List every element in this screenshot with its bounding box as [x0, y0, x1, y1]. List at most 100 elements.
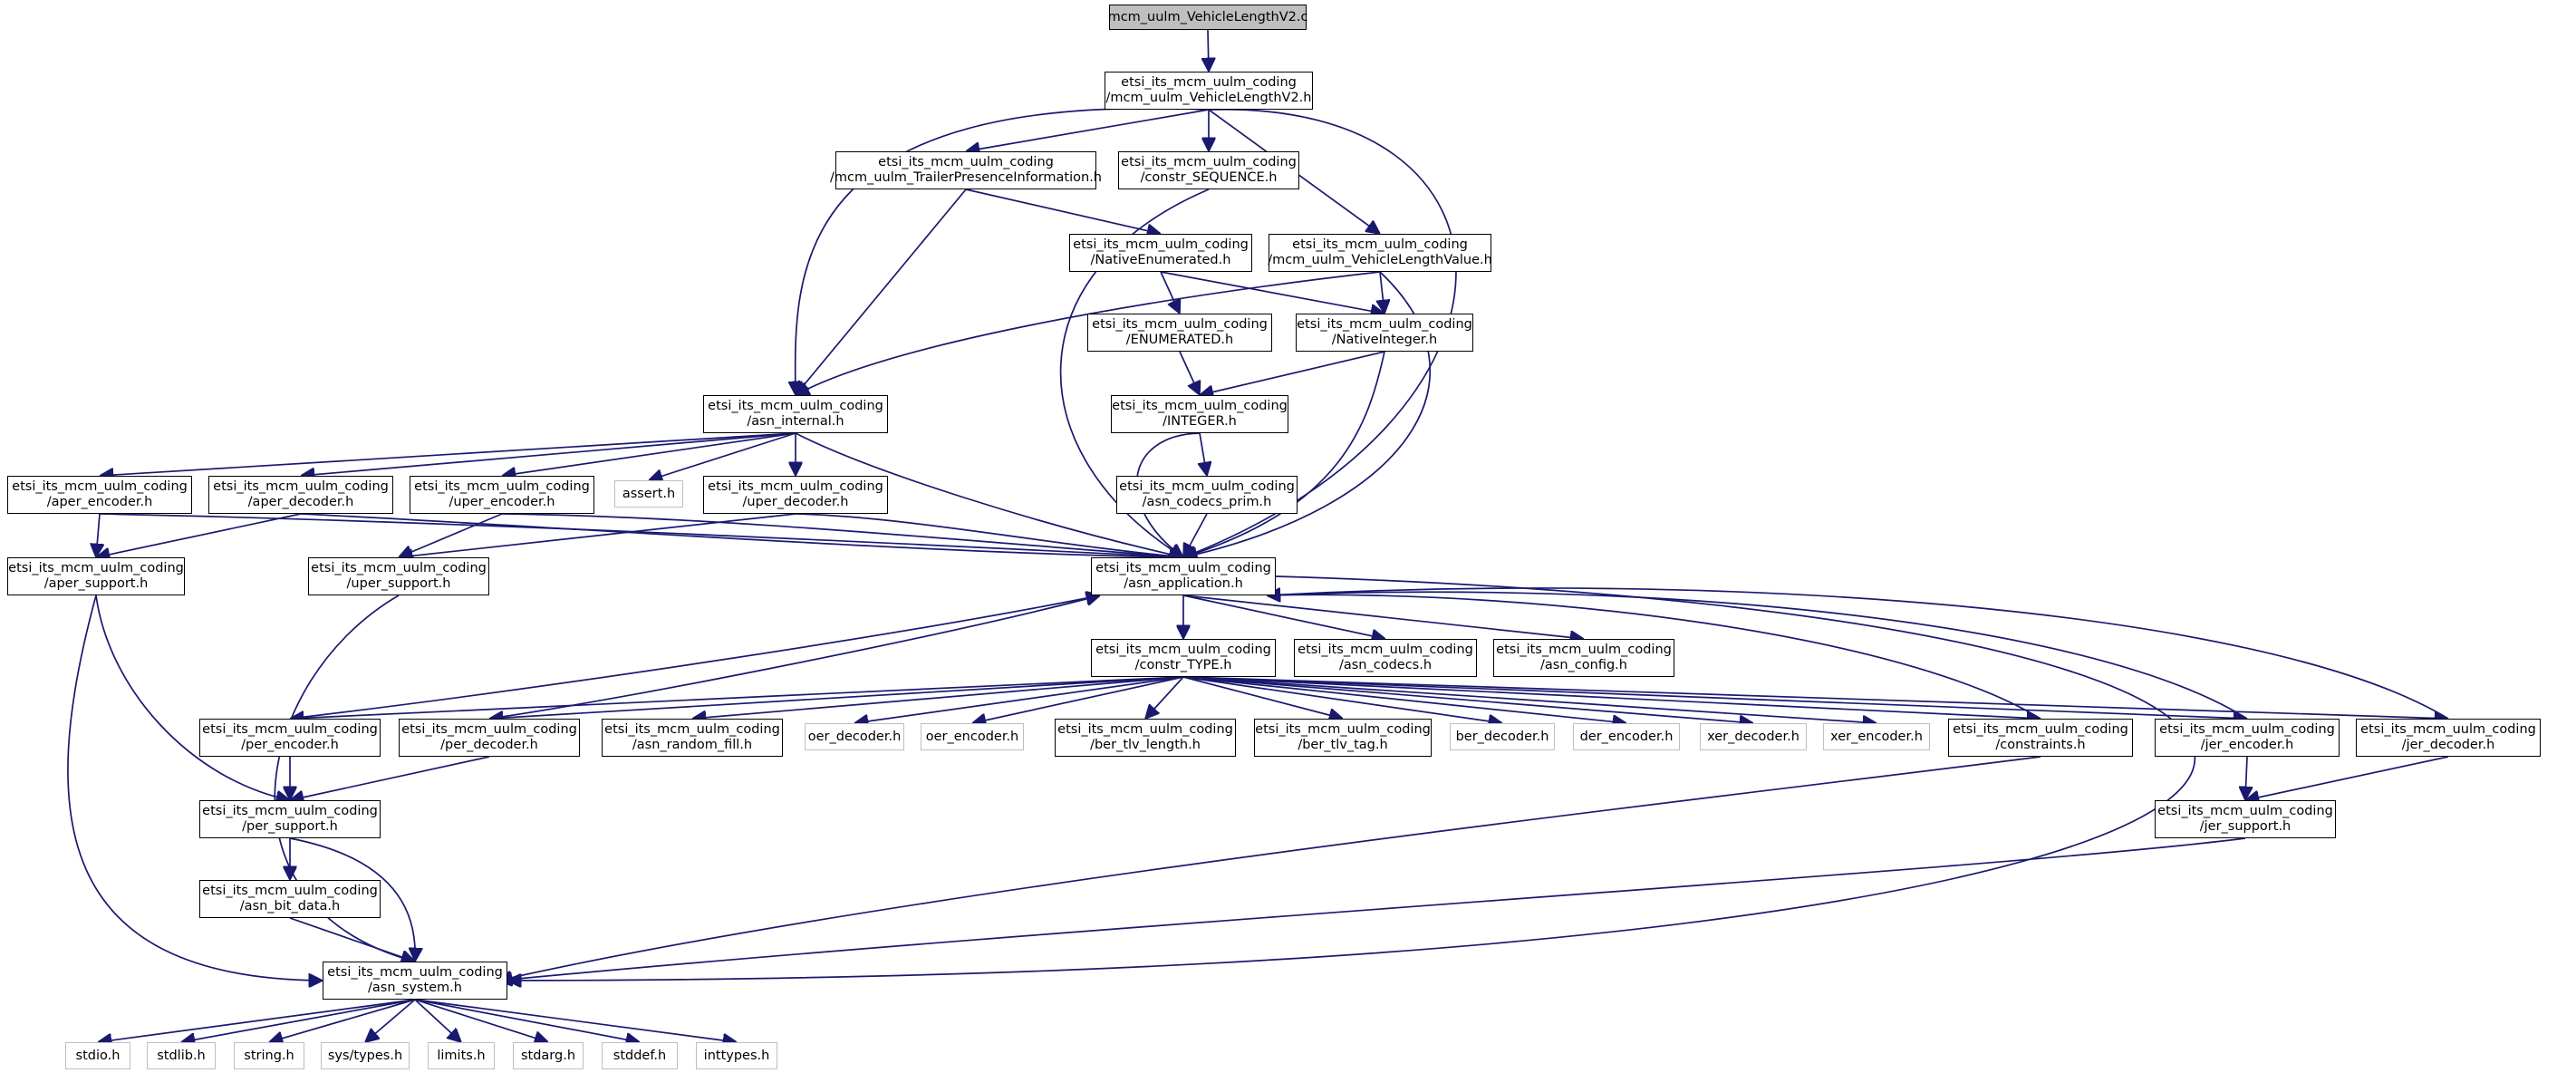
- node-label-line: /asn_application.h: [1124, 576, 1243, 591]
- edge-aperenc-to-app: [99, 513, 1183, 557]
- node-label-line: oer_encoder.h: [925, 729, 1019, 744]
- node-label-line: inttypes.h: [703, 1048, 770, 1063]
- node-aperdec[interactable]: etsi_its_mcm_uulm_coding/aper_decoder.h: [208, 476, 393, 514]
- node-perenc[interactable]: etsi_its_mcm_uulm_coding/per_encoder.h: [199, 719, 381, 757]
- node-label-line: etsi_its_mcm_uulm_coding: [1095, 561, 1271, 575]
- node-internal[interactable]: etsi_its_mcm_uulm_coding/asn_internal.h: [703, 395, 888, 433]
- node-label-line: /jer_encoder.h: [2200, 738, 2294, 752]
- edge-ctype-to-constraints: [1182, 676, 2041, 719]
- edge-app-to-config: [1182, 594, 1584, 639]
- edge-system-to-systypes: [365, 999, 416, 1042]
- node-constraints[interactable]: etsi_its_mcm_uulm_coding/constraints.h: [1948, 719, 2133, 757]
- node-perdec[interactable]: etsi_its_mcm_uulm_coding/per_decoder.h: [399, 719, 580, 757]
- edge-bitdata-to-system: [289, 917, 415, 962]
- node-label-line: xer_decoder.h: [1707, 729, 1799, 744]
- edge-system-to-string: [269, 999, 416, 1042]
- node-tlvtag[interactable]: etsi_its_mcm_uulm_coding/ber_tlv_tag.h: [1254, 719, 1432, 757]
- node-label-line: stdio.h: [75, 1048, 121, 1063]
- edge-ctype-to-xerenc: [1182, 676, 1877, 723]
- node-persup[interactable]: etsi_its_mcm_uulm_coding/per_support.h: [199, 800, 381, 838]
- node-enum[interactable]: etsi_its_mcm_uulm_coding/ENUMERATED.h: [1087, 314, 1272, 352]
- node-label-line: etsi_its_mcm_uulm_coding: [1292, 237, 1468, 252]
- node-oerdec: oer_decoder.h: [805, 723, 904, 750]
- edge-ctype-to-tlvlen: [1145, 676, 1184, 719]
- edge-vlenval-to-internal: [796, 271, 1381, 395]
- edge-jerenc-to-jersup: [2245, 756, 2247, 800]
- edge-ctype-to-oerdec: [854, 676, 1184, 723]
- node-label-line: /asn_codecs_prim.h: [1142, 495, 1272, 509]
- edge-trailer-to-natenum: [965, 188, 1161, 234]
- edge-aperdec-to-app: [300, 513, 1183, 557]
- node-label-line: der_encoder.h: [1579, 729, 1674, 744]
- node-upersup[interactable]: etsi_its_mcm_uulm_coding/uper_support.h: [308, 557, 489, 595]
- node-label-line: /constr_SEQUENCE.h: [1140, 170, 1278, 185]
- node-apersup[interactable]: etsi_its_mcm_uulm_coding/aper_support.h: [7, 557, 185, 595]
- node-label-line: etsi_its_mcm_uulm_coding: [1298, 643, 1473, 657]
- node-randfill[interactable]: etsi_its_mcm_uulm_coding/asn_random_fill…: [602, 719, 783, 757]
- node-label-line: /NativeInteger.h: [1331, 333, 1438, 347]
- node-stdlib: stdlib.h: [147, 1042, 216, 1069]
- edge-upersup-to-system: [274, 594, 415, 962]
- node-label-line: etsi_its_mcm_uulm_coding: [2159, 722, 2335, 737]
- edge-apersup-to-persup: [95, 594, 290, 800]
- edge-integer-to-prim: [1200, 432, 1207, 476]
- node-label-line: /per_decoder.h: [440, 738, 538, 752]
- node-ctype[interactable]: etsi_its_mcm_uulm_coding/constr_TYPE.h: [1091, 639, 1276, 677]
- node-label-line: etsi_its_mcm_uulm_coding: [414, 479, 590, 494]
- node-trailer[interactable]: etsi_its_mcm_uulm_coding/mcm_uulm_Traile…: [830, 151, 1102, 189]
- node-natenum[interactable]: etsi_its_mcm_uulm_coding/NativeEnumerate…: [1069, 234, 1252, 272]
- edge-ctype-to-xerdec: [1182, 676, 1753, 723]
- node-label-line: etsi_its_mcm_uulm_coding: [1297, 317, 1472, 332]
- edge-jerdec-to-app: [1267, 587, 2449, 720]
- node-jerdec[interactable]: etsi_its_mcm_uulm_coding/jer_decoder.h: [2356, 719, 2541, 757]
- edge-jerdec-to-jersup: [2245, 756, 2449, 800]
- edge-perdec-to-app: [488, 595, 1100, 720]
- node-label-line: sys/types.h: [327, 1048, 403, 1063]
- edge-prim-to-app: [1183, 513, 1208, 557]
- node-integer[interactable]: etsi_its_mcm_uulm_coding/INTEGER.h: [1111, 395, 1288, 433]
- node-label-line: etsi_its_mcm_uulm_coding: [1057, 722, 1233, 737]
- node-label-line: xer_encoder.h: [1830, 729, 1923, 744]
- edge-internal-to-app: [795, 432, 1183, 557]
- node-label-line: /asn_internal.h: [747, 414, 844, 429]
- node-seq[interactable]: etsi_its_mcm_uulm_coding/constr_SEQUENCE…: [1118, 151, 1299, 189]
- node-bitdata[interactable]: etsi_its_mcm_uulm_coding/asn_bit_data.h: [199, 880, 381, 918]
- node-uperenc[interactable]: etsi_its_mcm_uulm_coding/uper_encoder.h: [410, 476, 594, 514]
- node-jersup[interactable]: etsi_its_mcm_uulm_coding/jer_support.h: [2155, 800, 2336, 838]
- node-vlenV2h[interactable]: etsi_its_mcm_uulm_coding/mcm_uulm_Vehicl…: [1105, 72, 1313, 110]
- node-assert: assert.h: [614, 480, 683, 508]
- edge-natint-to-app: [1183, 351, 1385, 557]
- node-config[interactable]: etsi_its_mcm_uulm_coding/asn_config.h: [1493, 639, 1674, 677]
- node-derenc: der_encoder.h: [1573, 723, 1680, 750]
- node-app[interactable]: etsi_its_mcm_uulm_coding/asn_application…: [1091, 557, 1276, 595]
- node-label-line: /constraints.h: [1995, 738, 2086, 752]
- node-uperdec[interactable]: etsi_its_mcm_uulm_coding/uper_decoder.h: [703, 476, 888, 514]
- node-label-line: /constr_TYPE.h: [1134, 658, 1232, 672]
- node-vlenval[interactable]: etsi_its_mcm_uulm_coding/mcm_uulm_Vehicl…: [1268, 234, 1492, 272]
- node-system[interactable]: etsi_its_mcm_uulm_coding/asn_system.h: [323, 962, 507, 1000]
- node-codecs[interactable]: etsi_its_mcm_uulm_coding/asn_codecs.h: [1294, 639, 1477, 677]
- node-aperenc[interactable]: etsi_its_mcm_uulm_coding/aper_encoder.h: [7, 476, 192, 514]
- node-label-line: etsi_its_mcm_uulm_coding: [213, 479, 389, 494]
- node-label-line: etsi_its_mcm_uulm_coding: [327, 965, 503, 980]
- edge-natenum-to-natint: [1160, 271, 1384, 314]
- node-tlvlen[interactable]: etsi_its_mcm_uulm_coding/ber_tlv_length.…: [1055, 719, 1236, 757]
- node-natint[interactable]: etsi_its_mcm_uulm_coding/NativeInteger.h: [1296, 314, 1473, 352]
- edge-ctype-to-perdec: [489, 676, 1184, 719]
- edge-uperdec-to-app: [795, 513, 1183, 557]
- node-label-line: etsi_its_mcm_uulm_coding: [202, 722, 378, 737]
- node-label-line: /aper_support.h: [43, 576, 149, 591]
- node-label-line: /ber_tlv_length.h: [1090, 738, 1201, 752]
- node-label-line: stdarg.h: [520, 1048, 576, 1063]
- edge-perenc-to-app: [289, 595, 1100, 720]
- edge-ctype-to-derenc: [1182, 676, 1626, 723]
- node-prim[interactable]: etsi_its_mcm_uulm_coding/asn_codecs_prim…: [1116, 476, 1298, 514]
- node-label-line: etsi_its_mcm_uulm_coding: [401, 722, 577, 737]
- node-label-line: /asn_bit_data.h: [239, 899, 341, 914]
- node-label-line: mcm_uulm_VehicleLengthV2.c: [1107, 9, 1308, 24]
- node-label-line: /asn_system.h: [368, 981, 462, 995]
- node-jerenc[interactable]: etsi_its_mcm_uulm_coding/jer_encoder.h: [2155, 719, 2340, 757]
- edge-aperdec-to-apersup: [96, 513, 302, 557]
- node-label-line: etsi_its_mcm_uulm_coding: [1121, 75, 1297, 90]
- node-xerdec: xer_decoder.h: [1700, 723, 1807, 750]
